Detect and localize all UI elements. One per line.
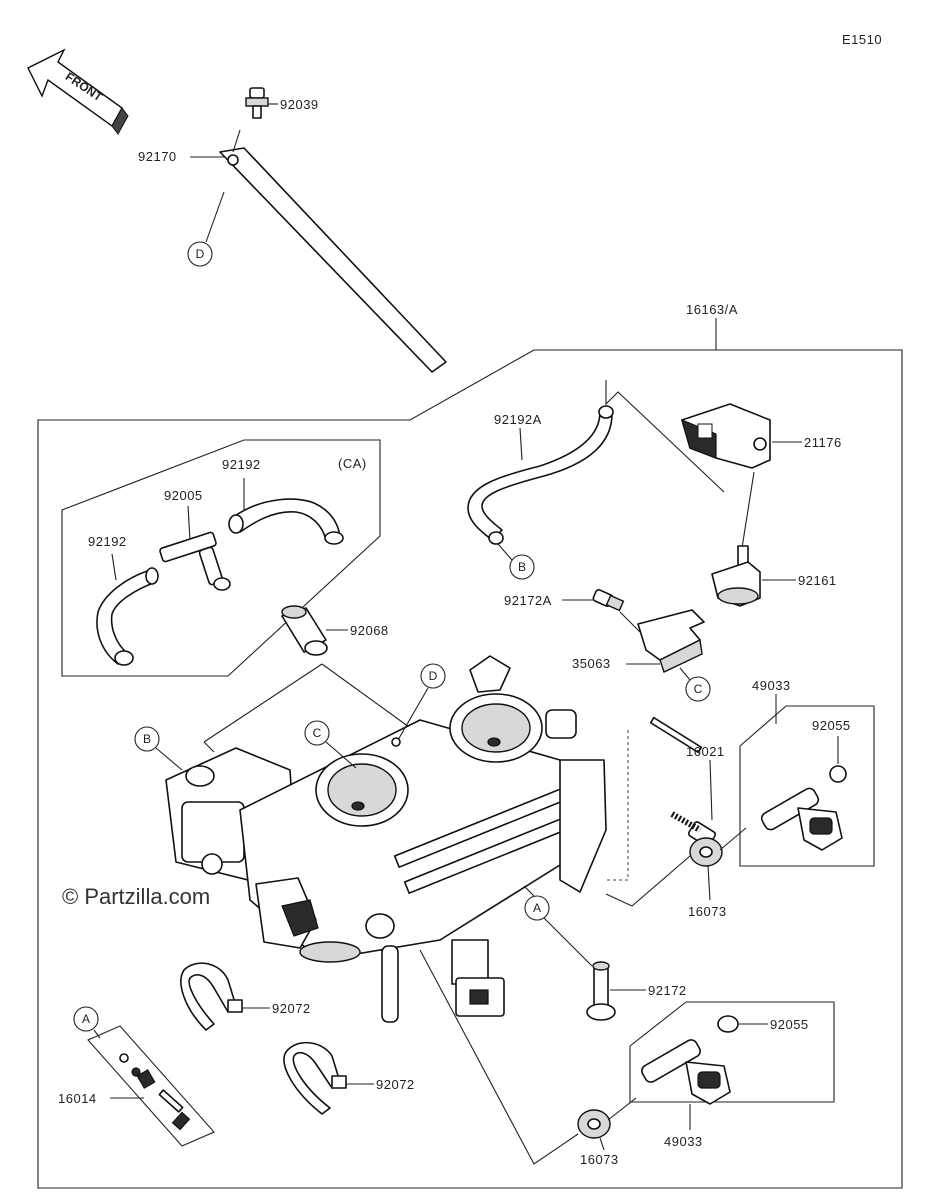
callout-b-hose: B: [518, 560, 526, 574]
label-92072-b: 92072: [376, 1077, 415, 1092]
label-92192-top: 92192: [222, 457, 261, 472]
label-92055-bottom: 92055: [770, 1017, 809, 1032]
throttle-body-icon: [165, 655, 607, 1023]
cap-92068-icon: [281, 605, 328, 656]
front-arrow-icon: FRONT: [27, 48, 129, 135]
hose-92192A-icon: [467, 405, 614, 545]
label-49033-bottom: 49033: [664, 1134, 703, 1149]
label-92170: 92170: [138, 149, 177, 164]
callout-a-center: A: [533, 901, 541, 915]
callout-d-top: D: [196, 247, 205, 261]
label-16163A: 16163/A: [686, 302, 738, 317]
label-16014: 16014: [58, 1091, 97, 1106]
group-note-ca: (CA): [338, 456, 367, 471]
callout-c-clamp: C: [694, 682, 703, 696]
label-92192-left: 92192: [88, 534, 127, 549]
label-35063: 35063: [572, 656, 611, 671]
label-92172: 92172: [648, 983, 687, 998]
sensor-21176-icon: [681, 403, 771, 469]
ca-group-frame: [61, 439, 381, 677]
injector-frame-top: [739, 705, 875, 867]
label-92005: 92005: [164, 488, 203, 503]
clamp-35063-icon: [637, 609, 705, 673]
label-21176: 21176: [804, 435, 842, 450]
kit-16014-icon: [119, 1053, 191, 1131]
label-92055-top: 92055: [812, 718, 851, 733]
screw-16021-icon: [649, 716, 717, 847]
label-92161: 92161: [798, 573, 837, 588]
stay-92170-icon: [219, 147, 447, 373]
clamp-92072-a-icon: [180, 962, 243, 1031]
screw-92172-icon: [586, 961, 616, 1021]
label-92172A: 92172A: [504, 593, 552, 608]
grommet-92161-icon: [711, 545, 761, 607]
bolt-92039-icon: [245, 87, 269, 119]
label-92068: 92068: [350, 623, 389, 638]
label-92039: 92039: [280, 97, 319, 112]
callout-b-left: B: [143, 732, 151, 746]
injector-frame-bottom: [629, 1001, 835, 1103]
label-49033-top: 49033: [752, 678, 791, 693]
hose-92192-top-icon: [228, 498, 344, 545]
joint-92005-icon: [159, 531, 231, 591]
diagram-code: E1510: [842, 32, 882, 47]
callout-a-left: A: [82, 1012, 90, 1026]
injector-49033-top-icon: [760, 787, 843, 851]
screw-92172A-icon: [592, 589, 625, 612]
callout-c-mid: C: [313, 726, 322, 740]
watermark: © Partzilla.com: [62, 884, 211, 909]
label-92192A: 92192A: [494, 412, 542, 427]
kit-16014-frame: [87, 1025, 215, 1147]
hose-92192-left-icon: [96, 567, 159, 666]
clamp-92072-b-icon: [283, 1041, 347, 1115]
label-16021: 16021: [686, 744, 725, 759]
label-16073-right: 16073: [688, 904, 727, 919]
label-92072-a: 92072: [272, 1001, 311, 1016]
injector-49033-bottom-icon: [641, 1039, 731, 1105]
callout-d-mid: D: [429, 669, 438, 683]
assembly-frame: [37, 349, 903, 1189]
label-16073-bottom: 16073: [580, 1152, 619, 1167]
